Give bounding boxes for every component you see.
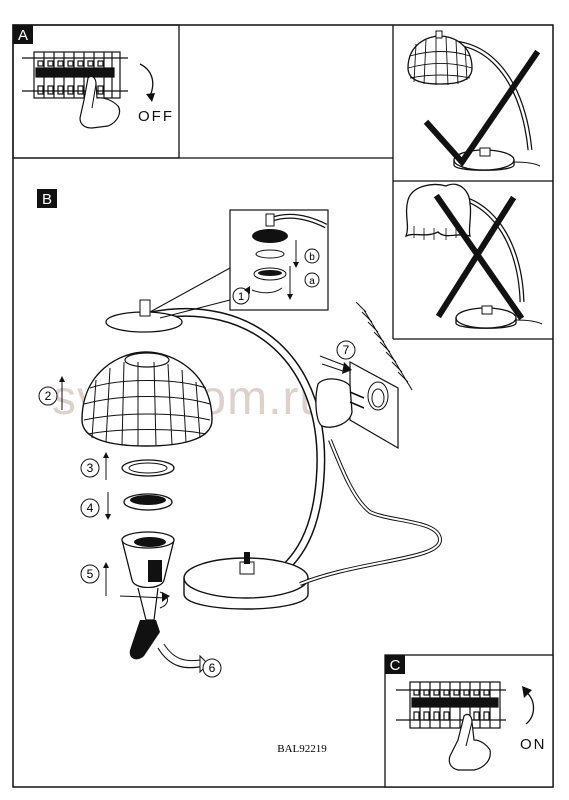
lamp-arm-icon [149, 307, 326, 584]
bulb-socket-clip-icon [129, 620, 160, 660]
step-6-label: 6 [209, 661, 216, 675]
panel-a-letter-box [13, 25, 33, 44]
warning-lamp-covered [404, 183, 543, 329]
hand-icon [79, 75, 121, 129]
warning-lamp-hot [407, 30, 541, 171]
plug-icon [315, 378, 353, 428]
lamp-shade-icon [81, 351, 213, 447]
panel-a-letter: A [18, 27, 28, 44]
panel-b: B svetodom.ru b a 1 [37, 189, 443, 755]
step-b-label: b [309, 252, 315, 263]
curved-arrow-down-icon [139, 63, 154, 97]
x-cross-icon [433, 193, 525, 321]
panel-c-on-label: ON [520, 736, 547, 753]
step-1-label: 1 [238, 291, 244, 303]
panel-b-letter-box [37, 189, 57, 208]
step-a-label: a [309, 276, 315, 287]
step-6-arrow [157, 647, 205, 669]
page-border [12, 24, 554, 788]
breaker-panel-icon [22, 51, 128, 99]
panel-a-off-label: OFF [138, 108, 174, 125]
hand-icon [448, 713, 491, 771]
model-code: BAL92219 [277, 743, 327, 755]
panel-c-letter-box [385, 655, 405, 674]
step-5-label: 5 [87, 567, 94, 581]
panel-b-letter: B [42, 191, 52, 208]
breaker-panel-icon [396, 681, 506, 729]
step-4-label: 4 [87, 501, 94, 515]
panel-a: A OFF [12, 24, 180, 159]
curved-arrow-up-icon [525, 691, 535, 725]
check-cross-icon [423, 49, 541, 167]
panel-c-letter: C [390, 657, 401, 674]
step-3-label: 3 [87, 461, 94, 475]
step-2-label: 2 [45, 389, 52, 403]
step-7-label: 7 [343, 343, 350, 357]
panel-c: C ON [384, 654, 554, 788]
